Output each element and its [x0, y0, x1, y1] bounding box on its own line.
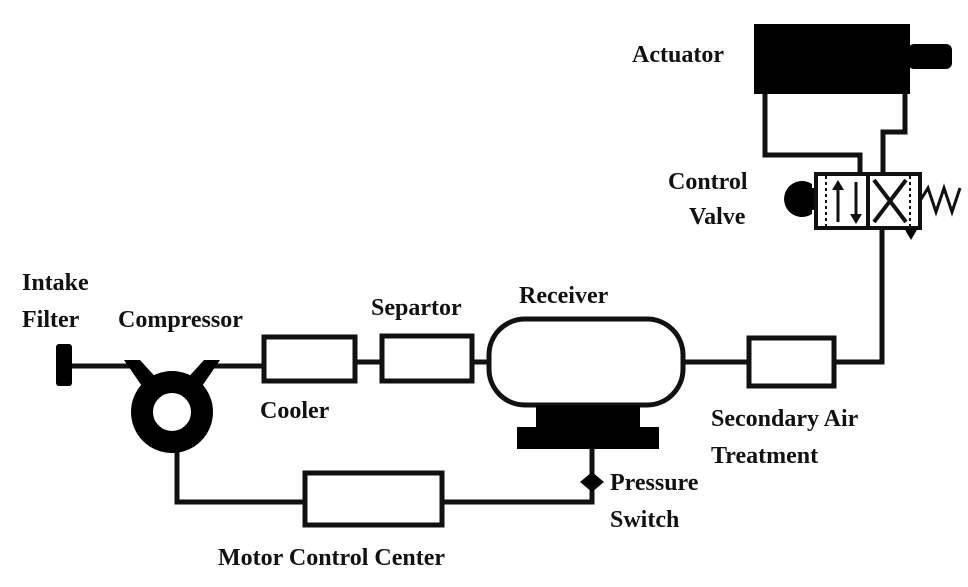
pipe-mcc-to-compressor: [174, 447, 308, 505]
pipe-secondary-to-valve: [831, 225, 885, 365]
cooler-box: [261, 334, 358, 384]
actuator-symbol: [754, 24, 952, 94]
pipe-pressure-switch-to-mcc: [439, 487, 595, 505]
motor-control-center-box: [302, 470, 445, 528]
intake-filter-label-line1: Intake: [22, 270, 89, 296]
secondary-air-treatment-box: [746, 335, 837, 389]
pressure-switch-symbol: [580, 472, 604, 492]
pipe-valve-to-actuator-right: [880, 91, 908, 177]
control-valve-label-line1: Control: [668, 169, 748, 195]
pressure-switch-label-line2: Switch: [610, 507, 679, 533]
pressure-switch-label-line1: Pressure: [610, 470, 699, 496]
secondary-air-treatment-label-line1: Secondary Air: [711, 406, 859, 432]
control-valve-label-line2: Valve: [689, 204, 746, 230]
pipes: [67, 91, 908, 505]
intake-filter-symbol: [56, 344, 72, 386]
compressor-symbol: [124, 360, 220, 453]
secondary-air-treatment-label-line2: Treatment: [711, 443, 818, 469]
separator-label: Separtor: [371, 295, 462, 321]
labels: Intake Filter Compressor Cooler Separtor…: [22, 42, 859, 571]
receiver-label: Receiver: [519, 283, 609, 309]
motor-control-center-label: Motor Control Center: [218, 545, 445, 571]
intake-filter-label-line2: Filter: [22, 307, 80, 333]
pipe-valve-to-actuator-left: [762, 91, 863, 177]
cooler-label: Cooler: [260, 398, 330, 424]
control-valve-symbol: [784, 172, 962, 240]
compressor-label: Compressor: [118, 307, 243, 333]
separator-box: [379, 333, 475, 384]
receiver-symbol: [486, 316, 686, 449]
actuator-label: Actuator: [632, 42, 724, 68]
